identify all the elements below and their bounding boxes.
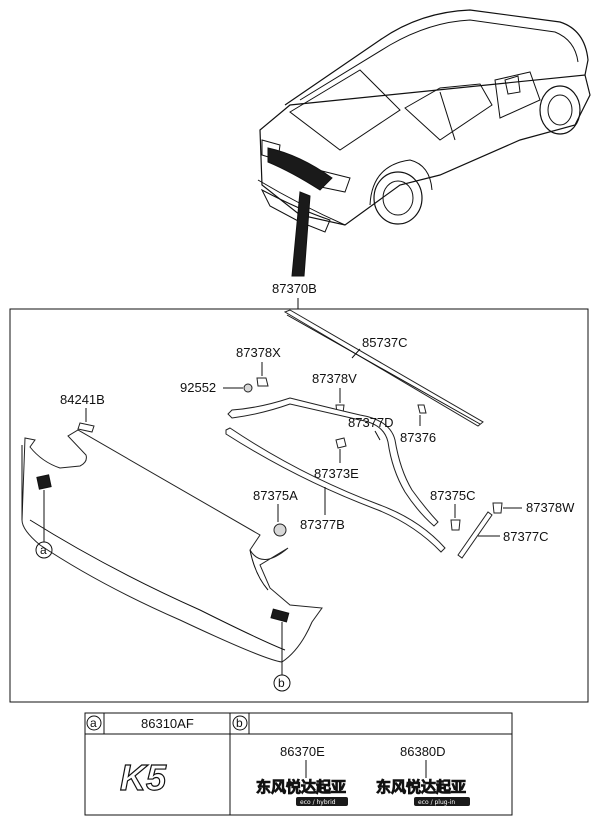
table-col-a-part: 86310AF: [141, 716, 194, 731]
label-87377C: 87377C: [503, 529, 549, 544]
garnish-panel: [21, 429, 323, 663]
badge-plugin: [414, 797, 470, 806]
callout-b: [273, 674, 291, 692]
nut-92552: [243, 383, 253, 393]
table-part-86380D: 86380D: [400, 744, 446, 759]
pad-84241B: [77, 422, 95, 433]
strip-85737C: [283, 309, 484, 427]
table-part-86370E: 86370E: [280, 744, 325, 759]
clip-87375C: [450, 519, 461, 531]
weatherstrip-87377D: [227, 397, 439, 527]
emblem-86370E: 东风悦达起亚: [256, 778, 346, 796]
label-92552: 92552: [180, 380, 216, 395]
label-87375C: 87375C: [430, 488, 476, 503]
strip-87377B: [225, 427, 446, 553]
label-87370B: 87370B: [272, 281, 317, 296]
parts-frame: [9, 308, 589, 703]
svg-text:eco / plug-in: eco / plug-in: [418, 799, 455, 806]
label-87376: 87376: [400, 430, 436, 445]
table-col-a-letter: a: [90, 716, 97, 730]
label-87377B: 87377B: [300, 517, 345, 532]
clip-87376: [417, 404, 427, 414]
table-col-b-letter: b: [236, 716, 243, 730]
car-illustration: [257, 9, 591, 277]
label-87373E: 87373E: [314, 466, 359, 481]
label-85737C: 85737C: [362, 335, 408, 350]
label-87378X: 87378X: [236, 345, 281, 360]
svg-text:eco / hybrid: eco / hybrid: [300, 799, 336, 806]
strip-87377C: [457, 511, 493, 559]
label-84241B: 84241B: [60, 392, 105, 407]
label-87377D: 87377D: [348, 415, 394, 430]
grommet-87375A: [273, 523, 287, 537]
clip-87378X: [256, 377, 269, 387]
badge-hybrid: [296, 797, 348, 806]
label-87375A: 87375A: [253, 488, 298, 503]
label-87378W: 87378W: [526, 500, 575, 515]
svg-text:b: b: [278, 676, 285, 690]
clip-87378W: [492, 502, 503, 514]
label-87378V: 87378V: [312, 371, 357, 386]
part-87373E: [335, 437, 347, 449]
emblem-a-patch: [36, 474, 52, 490]
emblem-b-patch: [270, 608, 290, 623]
svg-text:a: a: [40, 543, 47, 557]
callout-a: [35, 541, 53, 559]
k5-logo: K5: [120, 757, 167, 798]
emblem-86380D: 东风悦达起亚: [376, 778, 466, 796]
emblem-table: [84, 712, 513, 816]
